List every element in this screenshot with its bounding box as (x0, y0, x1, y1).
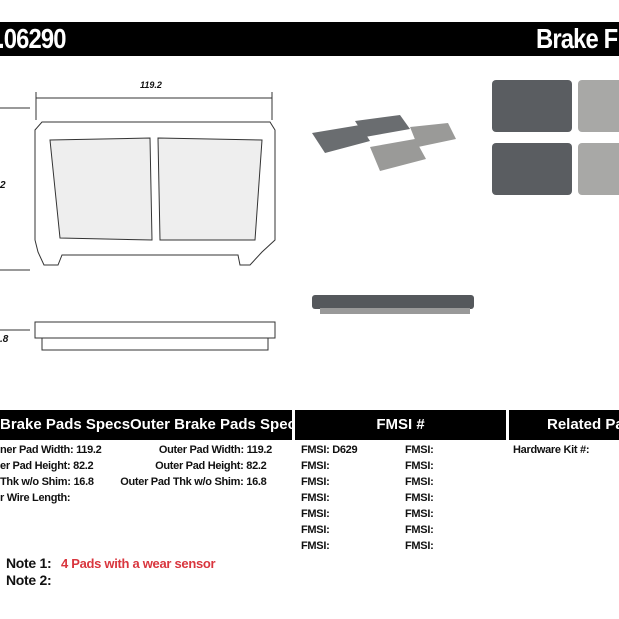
header-bar: .06290 Brake F (0, 22, 619, 56)
spec-value: 119.2 (246, 444, 273, 456)
fmsi-row: FMSI: (405, 540, 434, 552)
spec-row: Outer Pad Width: 119.2 (110, 442, 272, 458)
spec-label: Outer Pad Width: (158, 444, 244, 456)
specs-header-bar: Brake Pads Specs Outer Brake Pads Specs (0, 410, 292, 440)
fmsi-row: FMSI: (405, 476, 434, 488)
width-dimension-label: 119.2 (138, 80, 164, 90)
outer-specs-title: Outer Brake Pads Specs (130, 416, 292, 433)
fmsi-row: FMSI: D629 (301, 444, 358, 456)
note-1: Note 1: 4 Pads with a wear sensor (6, 555, 216, 571)
pad-drawing (0, 92, 276, 351)
fmsi-row: FMSI: (405, 460, 434, 472)
fmsi-col-2: FMSI: FMSI: FMSI: FMSI: FMSI: FMSI: FMSI… (405, 442, 434, 554)
fmsi-row: FMSI: (301, 540, 330, 552)
spec-value: 82.2 (246, 460, 267, 472)
note-2: Note 2: (6, 572, 52, 588)
fmsi-row: FMSI: (405, 508, 434, 520)
thickness-dimension-label: .8 (0, 334, 9, 345)
fmsi-row: FMSI: (405, 444, 434, 456)
hardware-kit-label: Hardware Kit #: (513, 444, 590, 456)
related-parts-title: Related Par (509, 410, 619, 440)
spec-value: 82.2 (73, 460, 94, 472)
spec-row: er Pad Height: 82.2 (0, 458, 100, 474)
fmsi-col-1: FMSI: D629 FMSI: FMSI: FMSI: FMSI: FMSI:… (301, 442, 358, 554)
spec-value: 16.8 (246, 476, 267, 488)
spec-label: r Wire Length: (0, 492, 71, 504)
spec-value: 119.2 (76, 444, 102, 456)
fmsi-row: FMSI: (301, 476, 330, 488)
fmsi-row: FMSI: (405, 524, 434, 536)
fmsi-row: FMSI: (301, 492, 330, 504)
fmsi-row: FMSI: (301, 524, 330, 536)
note-1-text: 4 Pads with a wear sensor (60, 556, 216, 571)
spec-value: 16.8 (73, 476, 94, 488)
fmsi-row: FMSI: (301, 508, 330, 520)
pad-photos (312, 80, 619, 314)
fmsi-title: FMSI # (295, 410, 506, 440)
spec-label: Thk w/o Shim: (0, 476, 71, 488)
inner-specs: ner Pad Width: 119.2 er Pad Height: 82.2… (0, 442, 102, 506)
spec-row: r Wire Length: (0, 490, 100, 506)
spec-label: er Pad Height: (0, 460, 71, 472)
spec-row: Outer Pad Height: 82.2 (110, 458, 272, 474)
fmsi-row: FMSI: (301, 460, 330, 472)
outer-specs: Outer Pad Width: 119.2 Outer Pad Height:… (110, 442, 272, 490)
pad-side-outline (34, 321, 276, 339)
height-dimension-label: 2 (0, 180, 6, 191)
part-number: .06290 (0, 23, 67, 54)
spec-label: Outer Pad Thk w/o Shim: (120, 476, 244, 488)
spec-row: Thk w/o Shim: 16.8 (0, 474, 100, 490)
spec-label: ner Pad Width: (0, 444, 74, 456)
spec-row: Outer Pad Thk w/o Shim: 16.8 (110, 474, 272, 490)
pad-outline (34, 121, 276, 266)
spec-label: Outer Pad Height: (155, 460, 244, 472)
note-1-label: Note 1: (6, 555, 52, 571)
page-title: Brake F (536, 23, 618, 54)
spec-row: ner Pad Width: 119.2 (0, 442, 102, 458)
inner-specs-title: Brake Pads Specs (0, 416, 131, 433)
fmsi-row: FMSI: (405, 492, 434, 504)
